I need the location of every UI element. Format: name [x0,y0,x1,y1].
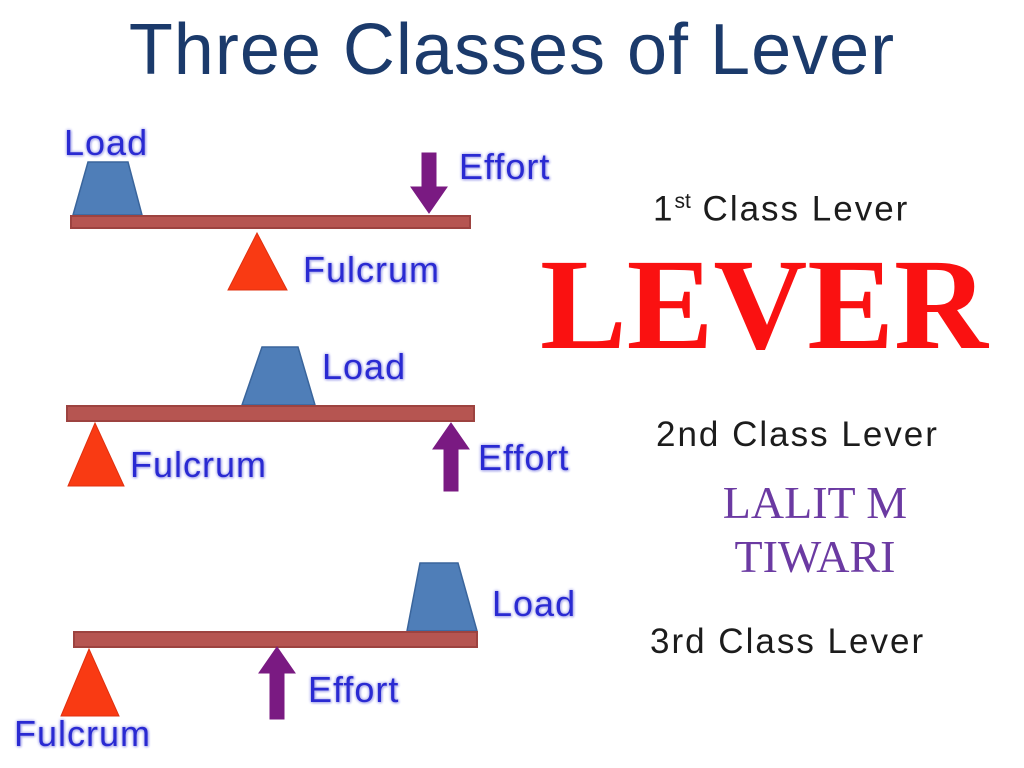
author-line2: TIWARI [734,531,896,583]
lever2-beam [66,405,475,422]
first-class-text: Class Lever [690,189,910,229]
lever2-load-trapezoid-icon [241,346,316,406]
author-line1: LALIT M [722,477,908,528]
first-class-caption: 1st Class Lever [653,191,909,227]
lever1-beam [70,215,471,229]
lever1-load-trapezoid-icon [72,161,143,216]
page-title: Three Classes of Lever [128,10,896,90]
lever3-effort-arrow-icon [258,646,296,720]
lever3-fulcrum-triangle-icon [60,648,120,717]
lever3-load-label: Load [492,583,577,624]
lever2-fulcrum-triangle-icon [67,422,125,487]
lever2-fulcrum-label: Fulcrum [130,444,268,485]
first-class-number: 1 [653,189,675,229]
lever3-beam [73,631,478,648]
author-name: LALIT M TIWARI [640,476,990,585]
lever1-fulcrum-triangle-icon [227,232,288,291]
lever1-load-label: Load [64,122,149,163]
lever1-fulcrum-label: Fulcrum [303,249,441,290]
lever2-load-label: Load [322,346,407,387]
second-class-caption: 2nd Class Lever [656,415,939,454]
lever2-effort-label: Effort [478,437,570,478]
lever3-fulcrum-label: Fulcrum [14,713,152,754]
lever1-effort-label: Effort [459,146,551,187]
lever1-effort-arrow-icon [410,152,448,214]
third-class-caption: 3rd Class Lever [650,622,926,661]
lever-headline: LEVER [540,233,988,377]
lever3-effort-label: Effort [308,669,400,710]
lever3-load-trapezoid-icon [406,562,478,632]
lever2-effort-arrow-icon [432,422,470,492]
first-class-ordinal-suffix: st [674,190,691,213]
